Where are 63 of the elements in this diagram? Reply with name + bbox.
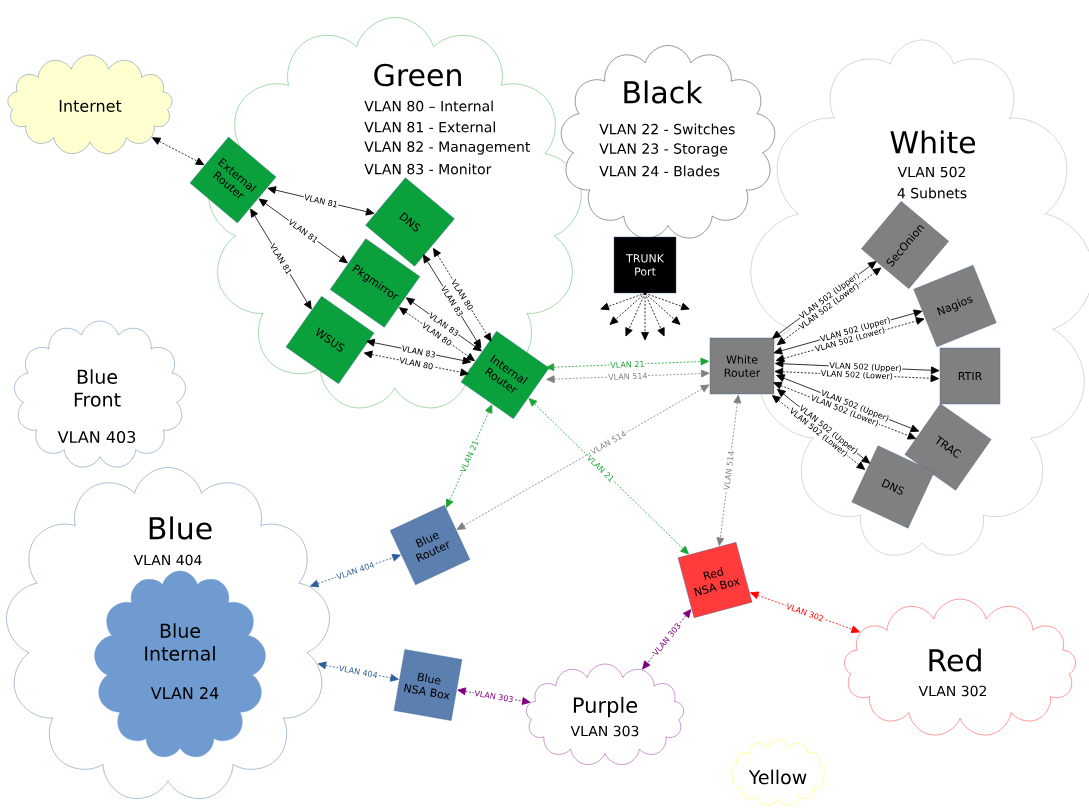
edge-label: VLAN 21 [609, 360, 646, 369]
cloud-title: Blue [149, 516, 212, 540]
cloud-text: VLAN 22 - Switches [599, 123, 735, 135]
edge-label: VLAN 81 [302, 193, 340, 209]
arrow [406, 297, 482, 352]
cloud-title: Black [624, 80, 703, 104]
arrow [310, 553, 401, 588]
cloud-title: Green [374, 63, 461, 87]
cloud-title: Yellow [748, 769, 807, 785]
arrow [152, 137, 205, 166]
cloud-text: VLAN 302 [918, 685, 987, 697]
arrow [644, 292, 690, 311]
cloud-title: White [890, 130, 976, 154]
nsa-box: Blue NSA Box [393, 649, 463, 721]
cloud-text: VLAN 24 - Blades [599, 165, 720, 177]
cloud-title: Purple [573, 696, 638, 718]
cloud-text: VLAN 81 - External [364, 121, 495, 133]
arrow [644, 292, 665, 337]
cloud-title: Blue Internal [145, 623, 215, 661]
arrow [446, 404, 493, 508]
arrow [716, 394, 742, 546]
cloud-text: VLAN 80 – Internal [364, 100, 493, 112]
cloud-text: VLAN 403 [57, 430, 136, 444]
arrow [433, 248, 492, 342]
arrow [600, 292, 646, 311]
edge-label: VLAN 514 [722, 449, 735, 491]
cloud-text: VLAN 502 [897, 166, 966, 178]
arrow [366, 338, 472, 365]
arrow [456, 384, 710, 530]
cloud-text: VLAN 23 - Storage [599, 143, 728, 157]
edge-label: VLAN 404 [337, 664, 379, 679]
cloud-text: VLAN 82 - Management [364, 141, 531, 155]
cloud-text: 4 Subnets [897, 187, 967, 199]
cloud-text: VLAN 404 [133, 554, 202, 566]
cloud-text: VLAN 83 - Monitor [364, 163, 492, 175]
arrow [750, 591, 860, 633]
arrow [545, 357, 709, 372]
edge-label: VLAN 21 [458, 438, 480, 474]
cloud-title: Internet [59, 100, 122, 112]
edge-label: VLAN 303 [473, 689, 515, 704]
arrow [399, 307, 475, 362]
port-box: TRUNK Port [613, 236, 677, 294]
arrow [641, 292, 649, 341]
edge-label: VLAN 514 [607, 372, 649, 381]
arrow [644, 292, 681, 325]
arrow [317, 661, 399, 682]
cloud-text: VLAN 24 [150, 687, 219, 699]
arrow [363, 350, 469, 377]
cloud-title: Red [929, 648, 981, 672]
nsa-box: Red NSA Box [677, 542, 753, 618]
edge-label: VLAN 404 [335, 560, 376, 581]
arrow [528, 398, 689, 555]
edge-label: VLAN 302 [784, 602, 826, 623]
cloud-title: Blue Front [74, 369, 121, 407]
server-box: RTIR [939, 347, 1001, 405]
arrow [457, 687, 531, 705]
arrow [546, 369, 710, 384]
router-box: White Router [709, 337, 775, 395]
arrow [642, 609, 692, 670]
arrow [258, 198, 348, 264]
cloud-text: VLAN 303 [570, 725, 639, 737]
arrow [773, 381, 917, 440]
arrow [777, 267, 882, 346]
